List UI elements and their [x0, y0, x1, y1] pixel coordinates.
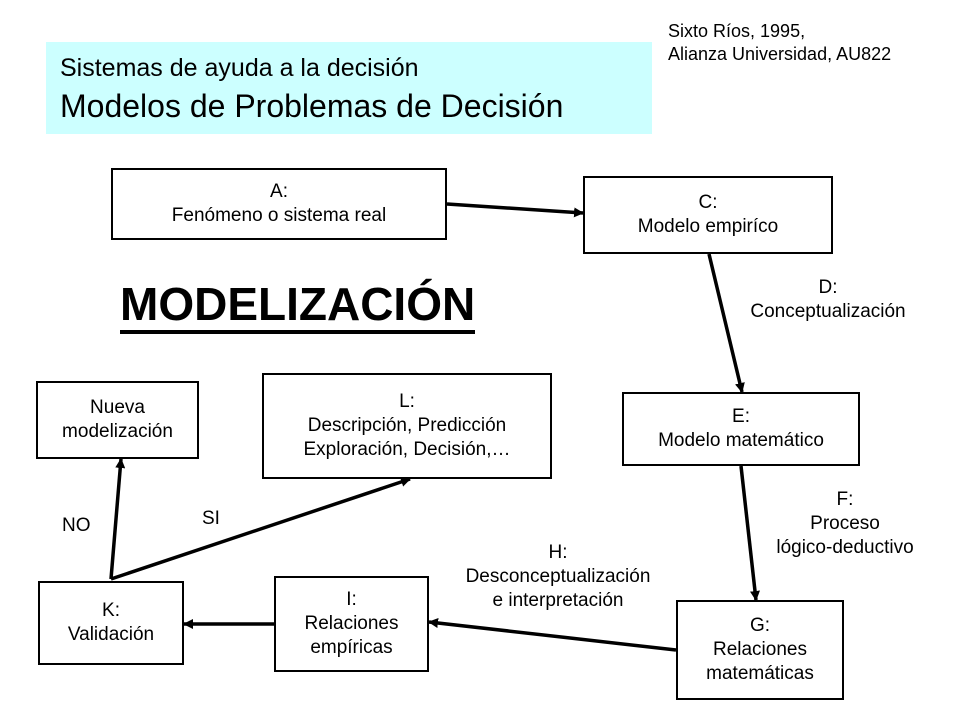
- node-i-text-1: Relaciones: [304, 613, 399, 634]
- reference-line-2: Alianza Universidad, AU822: [668, 44, 892, 64]
- edge-label-h-text-1: Desconceptualización: [465, 566, 651, 587]
- node-g-id: G:: [749, 615, 771, 636]
- edge-label-f: F: Proceso lógico-deductivo: [752, 488, 938, 560]
- node-e-id: E:: [732, 406, 750, 427]
- edge-c-e: [707, 253, 745, 393]
- edge-label-f-text-2: lógico-deductivo: [776, 537, 914, 558]
- node-nueva-text-1: Nueva: [90, 397, 145, 418]
- node-l-id: L:: [399, 391, 415, 412]
- node-g-text-2: matemáticas: [706, 663, 814, 684]
- edge-label-d-id: D:: [818, 277, 838, 298]
- edge-k-l: [110, 477, 411, 581]
- main-label: MODELIZACIÓN: [120, 278, 476, 334]
- node-e: E: Modelo matemático: [622, 392, 860, 466]
- node-e-text: Modelo matemático: [658, 430, 824, 451]
- title-box: Sistemas de ayuda a la decisión Modelos …: [46, 42, 652, 134]
- node-l-text-2: Exploración, Decisión,…: [303, 439, 511, 460]
- node-nueva: Nueva modelización: [36, 381, 199, 459]
- reference-citation: Sixto Ríos, 1995, Alianza Universidad, A…: [668, 20, 891, 66]
- edge-label-h: H: Desconceptualización e interpretación: [440, 541, 676, 613]
- edge-label-h-id: H:: [548, 542, 568, 563]
- node-l: L: Descripción, Predicción Exploración, …: [262, 373, 552, 479]
- node-c-id: C:: [698, 192, 718, 213]
- node-g: G: Relaciones matemáticas: [676, 600, 844, 700]
- node-i-id: I:: [346, 589, 357, 610]
- node-k-text: Validación: [67, 624, 155, 645]
- node-a-text: Fenómeno o sistema real: [171, 205, 387, 226]
- title-line-1: Sistemas de ayuda a la decisión: [60, 54, 419, 82]
- node-i-text-2: empíricas: [310, 637, 393, 658]
- edge-e-g: [739, 465, 760, 601]
- node-k-id: K:: [102, 600, 120, 621]
- edge-label-d: D: Conceptualización: [730, 276, 926, 324]
- node-k: K: Validación: [38, 581, 184, 665]
- node-g-text-1: Relaciones: [712, 639, 807, 660]
- node-a-id: A:: [270, 181, 288, 202]
- title-line-2: Modelos de Problemas de Decisión: [60, 88, 564, 124]
- edge-a-c: [446, 202, 584, 218]
- edge-label-no: NO: [62, 515, 91, 536]
- node-i: I: Relaciones empíricas: [274, 576, 429, 672]
- edge-g-i: [428, 618, 677, 652]
- node-c-text: Modelo empiríco: [637, 216, 779, 237]
- reference-line-1: Sixto Ríos, 1995,: [668, 21, 806, 41]
- edge-label-d-text: Conceptualización: [750, 301, 906, 322]
- edge-label-si: SI: [202, 508, 220, 529]
- node-nueva-text-2: modelización: [62, 421, 173, 442]
- edge-k-nueva: [109, 458, 126, 580]
- edge-label-h-text-2: e interpretación: [492, 590, 624, 611]
- edge-label-f-id: F:: [836, 489, 854, 510]
- edge-label-f-text-1: Proceso: [810, 513, 880, 534]
- node-c: C: Modelo empiríco: [583, 176, 833, 254]
- node-l-text-1: Descripción, Predicción: [307, 415, 507, 436]
- node-a: A: Fenómeno o sistema real: [111, 168, 447, 240]
